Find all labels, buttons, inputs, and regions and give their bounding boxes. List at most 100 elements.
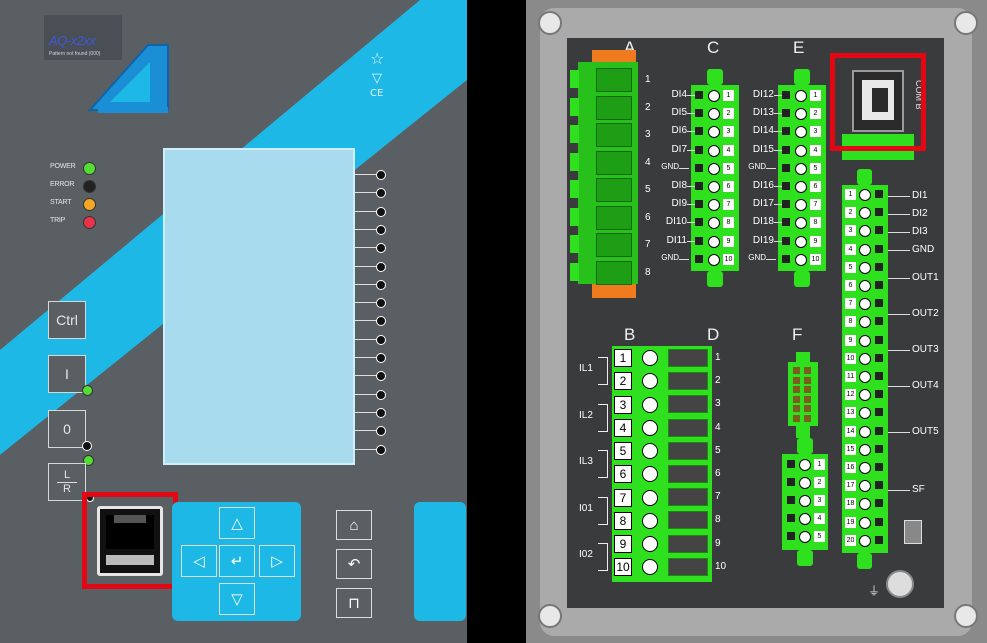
slot-a-pin-2: 2 <box>645 101 651 113</box>
slot-a-tab <box>570 180 579 198</box>
screw-icon <box>799 531 811 543</box>
slot-c-contact <box>695 200 703 209</box>
slot-e-num: 9 <box>810 235 821 247</box>
right-strip-num: 13 <box>845 407 856 419</box>
slot-b-pin-9: 9 <box>614 535 632 553</box>
slot-f-pin <box>804 376 811 384</box>
slot-b-pin-10: 10 <box>614 558 632 576</box>
slot-d-cell <box>668 349 708 367</box>
lr-button[interactable]: L R <box>48 463 86 501</box>
up-arrow-button[interactable]: △ <box>219 507 255 539</box>
screw-icon <box>708 162 720 175</box>
slot-label-d: D <box>707 325 720 344</box>
dot-leader <box>355 357 379 358</box>
front-panel: ☆ ▽ CE AQ-x2xx Pattern not found (000) P… <box>0 0 467 643</box>
slot-c-lead <box>687 186 697 187</box>
home-button[interactable]: ⌂ <box>336 510 372 540</box>
slot-e-num: 8 <box>810 217 821 229</box>
slot-a-tab <box>570 70 579 88</box>
slot-f-upper-tab <box>796 352 810 364</box>
right-strip-num: 6 <box>845 280 856 291</box>
screw-icon <box>799 477 811 489</box>
slot-c-num: 10 <box>723 253 734 265</box>
screw-icon <box>859 243 871 256</box>
ground-stud[interactable] <box>886 570 914 598</box>
screw-icon <box>642 443 658 459</box>
back-button[interactable]: ↶ <box>336 549 372 579</box>
right-terminal-label-out4: OUT4 <box>912 380 939 391</box>
right-strip-num: 18 <box>845 498 856 510</box>
o-button[interactable]: 0 <box>48 410 86 448</box>
sf-relay-icon <box>904 520 922 544</box>
slot-e-lead <box>774 240 784 242</box>
right-strip-num: 3 <box>845 225 856 237</box>
slot-b-group-il1: IL1 <box>579 363 593 374</box>
slot-f-pin <box>793 386 800 393</box>
svg-text:☆: ☆ <box>370 49 384 68</box>
slot-a-tab <box>570 262 579 281</box>
ctrl-button[interactable]: Ctrl <box>48 301 86 339</box>
slot-b-pin-6: 6 <box>614 465 632 483</box>
slot-c-contact <box>695 91 703 99</box>
slot-c-label: DI6 <box>671 125 687 137</box>
screw-icon <box>795 126 807 139</box>
front-ethernet-port[interactable] <box>97 506 163 576</box>
slot-c-label: DI4 <box>671 89 687 100</box>
indicator-dot <box>376 426 386 437</box>
enter-button[interactable]: ↵ <box>219 545 255 577</box>
screw-icon <box>859 371 871 383</box>
slot-c-num: 1 <box>723 90 734 101</box>
right-strip-num: 8 <box>845 316 856 328</box>
slot-e-lead <box>766 258 776 260</box>
slot-f-contact <box>787 478 795 486</box>
terminal-lead <box>888 214 910 215</box>
screw-icon <box>708 126 720 139</box>
slot-e-num: 7 <box>810 199 821 211</box>
slot-d-pin-6: 6 <box>715 468 721 479</box>
ct-coil-icon <box>598 357 608 385</box>
slot-e-contact <box>782 218 790 227</box>
screw-icon <box>708 235 720 248</box>
dot-leader <box>355 192 379 194</box>
lr-button-bottom: R <box>63 482 71 495</box>
slot-label-c: C <box>707 38 720 57</box>
i-button[interactable]: I <box>48 355 86 393</box>
right-arrow-icon: ▷ <box>271 553 283 570</box>
screw-icon <box>642 489 658 506</box>
slot-c-contact <box>695 127 703 136</box>
lock-button[interactable]: ⊓ <box>336 588 372 618</box>
slot-d-pin-9: 9 <box>715 537 721 549</box>
right-terminal-label-out5: OUT5 <box>912 426 939 437</box>
screw-icon <box>708 217 720 230</box>
slot-a-cell <box>596 205 632 230</box>
right-arrow-button[interactable]: ▷ <box>259 545 295 577</box>
slot-d-cell <box>668 441 708 460</box>
i-button-led <box>82 385 93 396</box>
indicator-dot <box>376 353 386 363</box>
slot-e-contact <box>782 200 790 209</box>
screw-icon <box>954 604 978 628</box>
rear-ethernet-port[interactable] <box>852 70 904 132</box>
blue-side-panel <box>414 502 466 621</box>
model-title: AQ-x2xx <box>49 33 96 48</box>
screw-icon <box>795 235 807 248</box>
slot-b-pin-4: 4 <box>614 418 632 437</box>
screw-icon <box>642 559 658 575</box>
front-ethernet-highlight <box>82 492 178 589</box>
slot-c-lead <box>687 113 697 115</box>
slot-c-num: 2 <box>723 108 734 120</box>
ct-coil-icon <box>598 450 608 478</box>
indicator-dot <box>376 206 386 217</box>
slot-a-pin-4: 4 <box>645 156 651 168</box>
right-strip-contact <box>875 262 883 271</box>
down-arrow-button[interactable]: ▽ <box>219 583 255 615</box>
slot-f-pin <box>793 395 800 403</box>
screw-icon <box>859 280 871 292</box>
slot-e-contact <box>782 91 790 99</box>
slot-label-e: E <box>793 38 805 57</box>
screw-icon <box>708 253 720 266</box>
slot-f-pin <box>804 367 811 374</box>
slot-c-contact <box>695 182 703 190</box>
left-arrow-button[interactable]: ◁ <box>181 545 217 577</box>
terminal-lead <box>888 432 910 433</box>
